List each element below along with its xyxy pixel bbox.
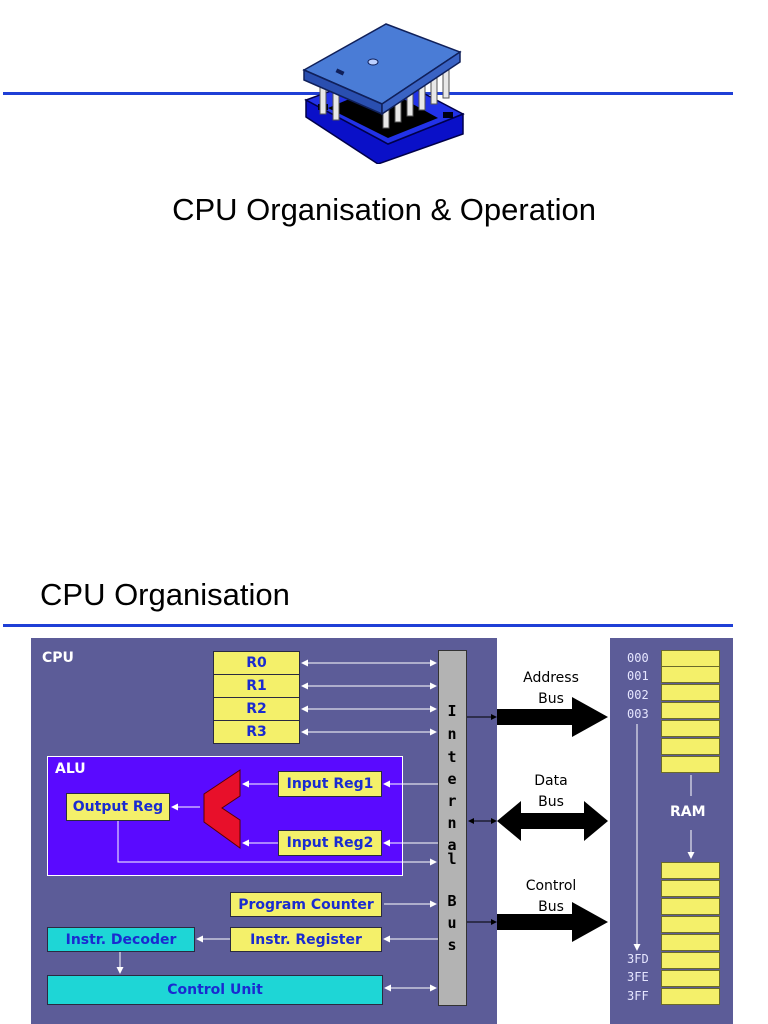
internal-bus-letter: r xyxy=(447,792,457,810)
address-bus-label-line1: Address xyxy=(523,670,579,686)
control-unit-box: Control Unit xyxy=(47,975,383,1005)
ram-cell xyxy=(661,666,720,683)
internal-bus-letter: n xyxy=(447,814,457,832)
ram-cell xyxy=(661,720,720,737)
ram-cell xyxy=(661,702,720,719)
ram-address: 000 xyxy=(627,651,649,665)
data-bus-label-line2: Bus xyxy=(538,794,564,810)
cpu-label: CPU xyxy=(42,650,74,666)
ram-address: 3FE xyxy=(627,970,649,984)
register-r1: R1 xyxy=(213,674,300,698)
ram-cell xyxy=(661,970,720,987)
data-bus-label-line1: Data xyxy=(534,773,568,789)
chip-divider-right xyxy=(465,92,733,95)
input-reg2-box: Input Reg2 xyxy=(278,830,382,856)
ram-address: 002 xyxy=(627,688,649,702)
ram-cell xyxy=(661,952,720,969)
alu-label: ALU xyxy=(55,761,86,777)
internal-bus-letter: t xyxy=(447,748,457,766)
instr-decoder-box: Instr. Decoder xyxy=(47,927,195,952)
internal-bus-letter: a xyxy=(447,836,457,854)
ram-cell xyxy=(661,880,720,897)
internal-bus-letter: I xyxy=(447,702,457,720)
output-reg-box: Output Reg xyxy=(66,793,170,821)
section-title: CPU Organisation xyxy=(40,577,290,612)
ram-cell xyxy=(661,862,720,879)
ram-address: 3FF xyxy=(627,989,649,1003)
ram-address: 3FD xyxy=(627,952,649,966)
ram-address: 001 xyxy=(627,669,649,683)
internal-bus-letter: l xyxy=(447,850,457,868)
instr-register-box: Instr. Register xyxy=(230,927,382,952)
ic-chip-icon xyxy=(302,23,465,164)
ram-cell xyxy=(661,988,720,1005)
control-bus-label-line2: Bus xyxy=(538,899,564,915)
ram-cell xyxy=(661,934,720,951)
ram-cell xyxy=(661,756,720,773)
internal-bus xyxy=(438,650,467,1006)
register-r0: R0 xyxy=(213,651,300,675)
internal-bus-letter: n xyxy=(447,725,457,743)
input-reg1-box: Input Reg1 xyxy=(278,771,382,797)
ram-cell xyxy=(661,916,720,933)
ram-cell xyxy=(661,898,720,915)
register-r3: R3 xyxy=(213,720,300,744)
address-bus-label-line2: Bus xyxy=(538,691,564,707)
program-counter-box: Program Counter xyxy=(230,892,382,917)
internal-bus-letter: u xyxy=(447,914,457,932)
internal-bus-letter: s xyxy=(447,936,457,954)
ram-address: 003 xyxy=(627,707,649,721)
slide-title: CPU Organisation & Operation xyxy=(172,192,596,227)
internal-bus-letter: e xyxy=(447,770,457,788)
internal-bus-letter: B xyxy=(447,892,457,910)
ram-cell xyxy=(661,738,720,755)
section-divider-line xyxy=(3,624,733,627)
ram-cell xyxy=(661,684,720,701)
ram-label: RAM xyxy=(670,804,706,820)
control-bus-label-line1: Control xyxy=(525,878,577,894)
